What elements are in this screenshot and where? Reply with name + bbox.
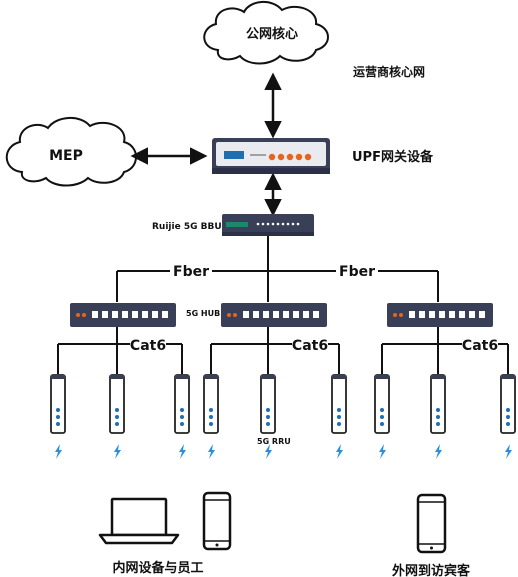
cat6-left-bg [130,336,166,352]
guests-label: 外网到访宾客 [391,563,471,577]
bbu-icon [222,214,314,236]
cat6-right-label: Cat6 [462,338,498,354]
rru-icon [50,374,66,434]
fber-right-bg [336,262,378,279]
signal-icon [179,444,186,459]
cloud-icon [5,117,137,187]
upf-gateway-icon [212,138,330,174]
laptop-icon [98,497,180,545]
bbu-label: Ruijie 5G BBU [152,222,222,232]
hub-label: 5G HUB [186,309,220,318]
rru-icon [174,374,190,434]
fiber-links [116,236,439,302]
cat6-mid-bg [292,336,328,352]
cat6-mid-label: Cat6 [292,338,328,354]
mep-label: MEP [49,148,83,164]
rru-icon [331,374,347,434]
signal-icon [265,444,272,459]
signal-icon [55,444,62,459]
rru-group [50,374,516,434]
signal-icon [379,444,386,459]
public-core-label: 公网核心 [246,26,298,42]
hub-icon [221,303,327,327]
signal-icon [435,444,442,459]
operator-core-label: 运营商核心网 [353,64,425,79]
phone-icon [202,491,232,551]
rru-label: 5G RRU [257,437,291,446]
rru-icon [374,374,390,434]
cloud-icon [203,1,329,65]
rru-icon [203,374,219,434]
signal-group [55,444,512,459]
rru-icon [109,374,125,434]
cat6-links [57,327,509,374]
signal-icon [114,444,121,459]
rru-icon [500,374,516,434]
cat6-right-bg [462,336,498,352]
fber-right-label: Fber [339,264,375,280]
signal-icon [505,444,512,459]
hub-icon [70,303,176,327]
phone-icon [416,493,447,554]
mep-cloud: MEP [5,117,137,187]
public-core-cloud: 公网核心 [203,1,329,65]
upf-label: UPF网关设备 [352,149,434,165]
signal-icon [208,444,215,459]
signal-icon [336,444,343,459]
fber-left-bg [170,262,212,279]
fber-left-label: Fber [173,264,209,280]
rru-icon [430,374,446,434]
cat6-left-label: Cat6 [130,338,166,354]
rru-icon [260,374,276,434]
internal-users-label: 内网设备与员工 [112,560,203,576]
hub-icon [387,303,493,327]
